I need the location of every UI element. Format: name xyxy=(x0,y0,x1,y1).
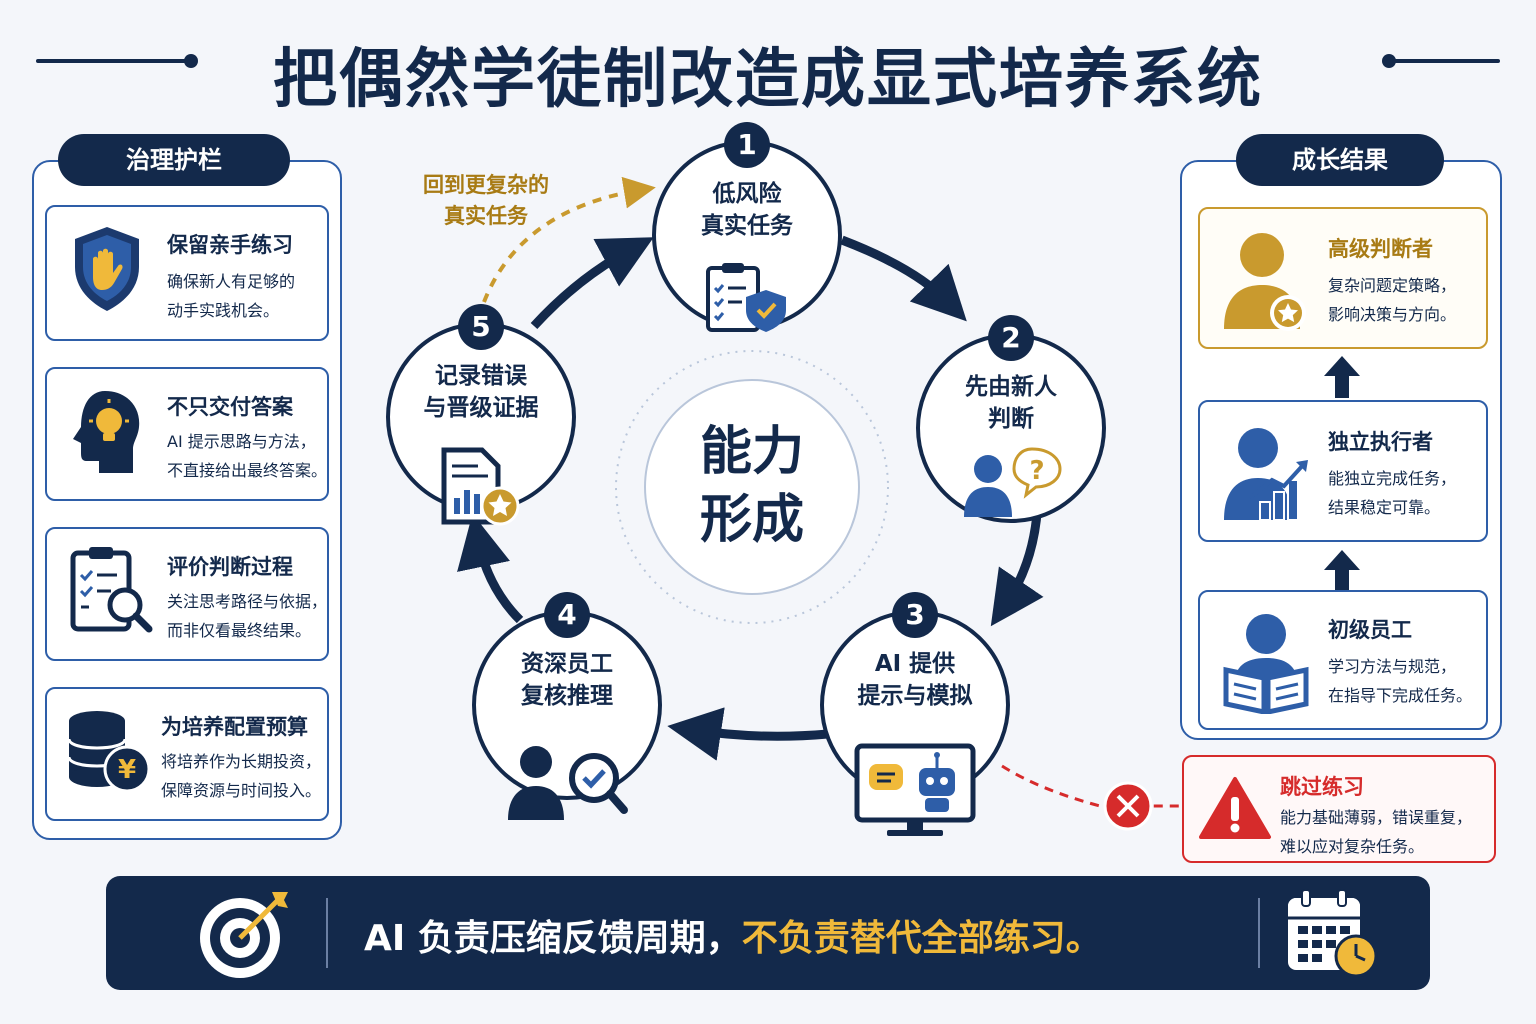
person-question-icon: ? xyxy=(956,445,1066,523)
banner-divider-left xyxy=(326,898,328,968)
guardrail-card-no-answers-title: 不只交付答案 xyxy=(167,395,293,419)
node-1-number: 1 xyxy=(724,122,770,168)
clipboard-shield-icon xyxy=(702,260,792,338)
up-arrow-icon xyxy=(1324,550,1360,592)
cycle-node-5: 5 记录错误 与晋级证据 xyxy=(386,304,576,526)
outcome-card-senior-desc: 复杂问题定策略， 影响决策与方向。 xyxy=(1328,276,1457,324)
outcome-card-independent-desc: 能独立完成任务， 结果稳定可靠。 xyxy=(1328,469,1457,517)
outcome-card-independent: 独立执行者 能独立完成任务， 结果稳定可靠。 xyxy=(1198,400,1488,542)
center-label: 能力 形成 xyxy=(699,422,804,550)
outcome-card-independent-title: 独立执行者 xyxy=(1328,430,1433,454)
svg-text:?: ? xyxy=(1029,456,1044,486)
banner-text-part1: AI 负责压缩反馈周期， xyxy=(364,918,742,959)
center-circle xyxy=(644,379,860,595)
guardrail-card-budget: ¥ 为培养配置预算 将培养作为长期投资， 保障资源与时间投入。 xyxy=(45,687,329,821)
title-right-line xyxy=(1392,59,1500,63)
guardrail-card-evaluate-desc: 关注思考路径与依据， 而非仅看最终结果。 xyxy=(167,592,328,640)
warning-triangle-icon xyxy=(1198,775,1272,845)
banner-text-part2: 不负责替代全部练习。 xyxy=(741,918,1102,959)
person-book-icon xyxy=(1220,610,1312,718)
page-title: 把偶然学徒制改造成显式培养系统 xyxy=(273,43,1263,117)
monitor-robot-icon xyxy=(853,742,977,844)
up-arrow-icon xyxy=(1324,356,1360,398)
guardrail-card-practice-title: 保留亲手练习 xyxy=(167,233,293,257)
loop-back-label: 回到更复杂的 真实任务 xyxy=(423,173,549,228)
node-3-number: 3 xyxy=(892,592,938,638)
cycle-node-4: 4 资深员工 复核推理 xyxy=(472,592,662,820)
governance-panel-tag: 治理护栏 xyxy=(58,134,290,186)
node-5-number: 5 xyxy=(458,304,504,350)
guardrail-card-evaluate: 评价判断过程 关注思考路径与依据， 而非仅看最终结果。 xyxy=(45,527,329,661)
outcome-card-junior: 初级员工 学习方法与规范， 在指导下完成任务。 xyxy=(1198,590,1488,730)
guardrail-card-budget-title: 为培养配置预算 xyxy=(161,715,308,739)
title-left-line xyxy=(36,59,196,63)
shield-hand-icon xyxy=(69,223,145,319)
head-lightbulb-icon xyxy=(69,387,147,481)
svg-text:¥: ¥ xyxy=(118,755,136,785)
clipboard-magnifier-icon xyxy=(69,543,155,643)
node-3-label: AI 提供 提示与模拟 xyxy=(857,651,973,709)
arrow-skip-practice xyxy=(1001,764,1180,808)
banner-divider-right xyxy=(1258,898,1260,968)
outcome-card-junior-title: 初级员工 xyxy=(1328,618,1412,642)
database-yen-icon: ¥ xyxy=(65,707,155,803)
person-chart-icon xyxy=(1220,420,1314,528)
guardrail-card-budget-desc: 将培养作为长期投资， 保障资源与时间投入。 xyxy=(161,752,322,800)
outcome-card-senior-title: 高级判断者 xyxy=(1328,237,1433,261)
arrow-5-to-1 xyxy=(530,237,654,330)
warning-title: 跳过练习 xyxy=(1280,775,1364,799)
arrow-3-to-4 xyxy=(667,707,829,761)
calendar-clock-icon xyxy=(1282,888,1380,984)
cycle-node-2: 2 先由新人 判断 ? xyxy=(916,315,1106,523)
arrow-loop-back xyxy=(482,176,656,303)
warning-desc: 能力基础薄弱，错误重复， 难以应对复杂任务。 xyxy=(1280,808,1473,856)
growth-panel-tag: 成长结果 xyxy=(1236,134,1444,186)
node-2-label: 先由新人 判断 xyxy=(965,374,1057,432)
guardrail-card-practice: 保留亲手练习 确保新人有足够的 动手实践机会。 xyxy=(45,205,329,341)
center-dotted-ring xyxy=(615,350,889,624)
outcome-card-junior-desc: 学习方法与规范， 在指导下完成任务。 xyxy=(1328,657,1473,705)
title-right-dot xyxy=(1382,54,1396,68)
guardrail-card-practice-desc: 确保新人有足够的 动手实践机会。 xyxy=(167,272,296,320)
cycle-node-3: 3 AI 提供 提示与模拟 xyxy=(820,592,1010,836)
node-5-label: 记录错误 与晋级证据 xyxy=(423,363,539,421)
person-star-icon xyxy=(1220,225,1310,337)
banner-text: AI 负责压缩反馈周期，不负责替代全部练习。 xyxy=(364,909,1102,961)
report-star-icon xyxy=(438,444,524,532)
arrow-4-to-5 xyxy=(457,513,524,624)
outcome-card-senior: 高级判断者 复杂问题定策略， 影响决策与方向。 xyxy=(1198,207,1488,349)
warning-card-skip-practice: 跳过练习 能力基础薄弱，错误重复， 难以应对复杂任务。 xyxy=(1182,755,1496,863)
guardrail-card-evaluate-title: 评价判断过程 xyxy=(167,555,293,579)
node-1-label: 低风险 真实任务 xyxy=(701,181,793,239)
target-arrow-icon xyxy=(194,886,292,988)
node-2-number: 2 xyxy=(988,315,1034,361)
guardrail-card-no-answers: 不只交付答案 AI 提示思路与方法， 不直接给出最终答案。 xyxy=(45,367,329,501)
bottom-banner: AI 负责压缩反馈周期，不负责替代全部练习。 xyxy=(106,876,1430,990)
node-4-number: 4 xyxy=(544,592,590,638)
node-4-label: 资深员工 复核推理 xyxy=(521,651,613,709)
guardrail-card-no-answers-desc: AI 提示思路与方法， 不直接给出最终答案。 xyxy=(167,432,328,480)
person-check-icon xyxy=(504,736,630,834)
cycle-node-1: 1 低风险 真实任务 xyxy=(652,122,842,332)
arrow-1-to-2 xyxy=(840,235,967,322)
title-left-dot xyxy=(184,54,198,68)
